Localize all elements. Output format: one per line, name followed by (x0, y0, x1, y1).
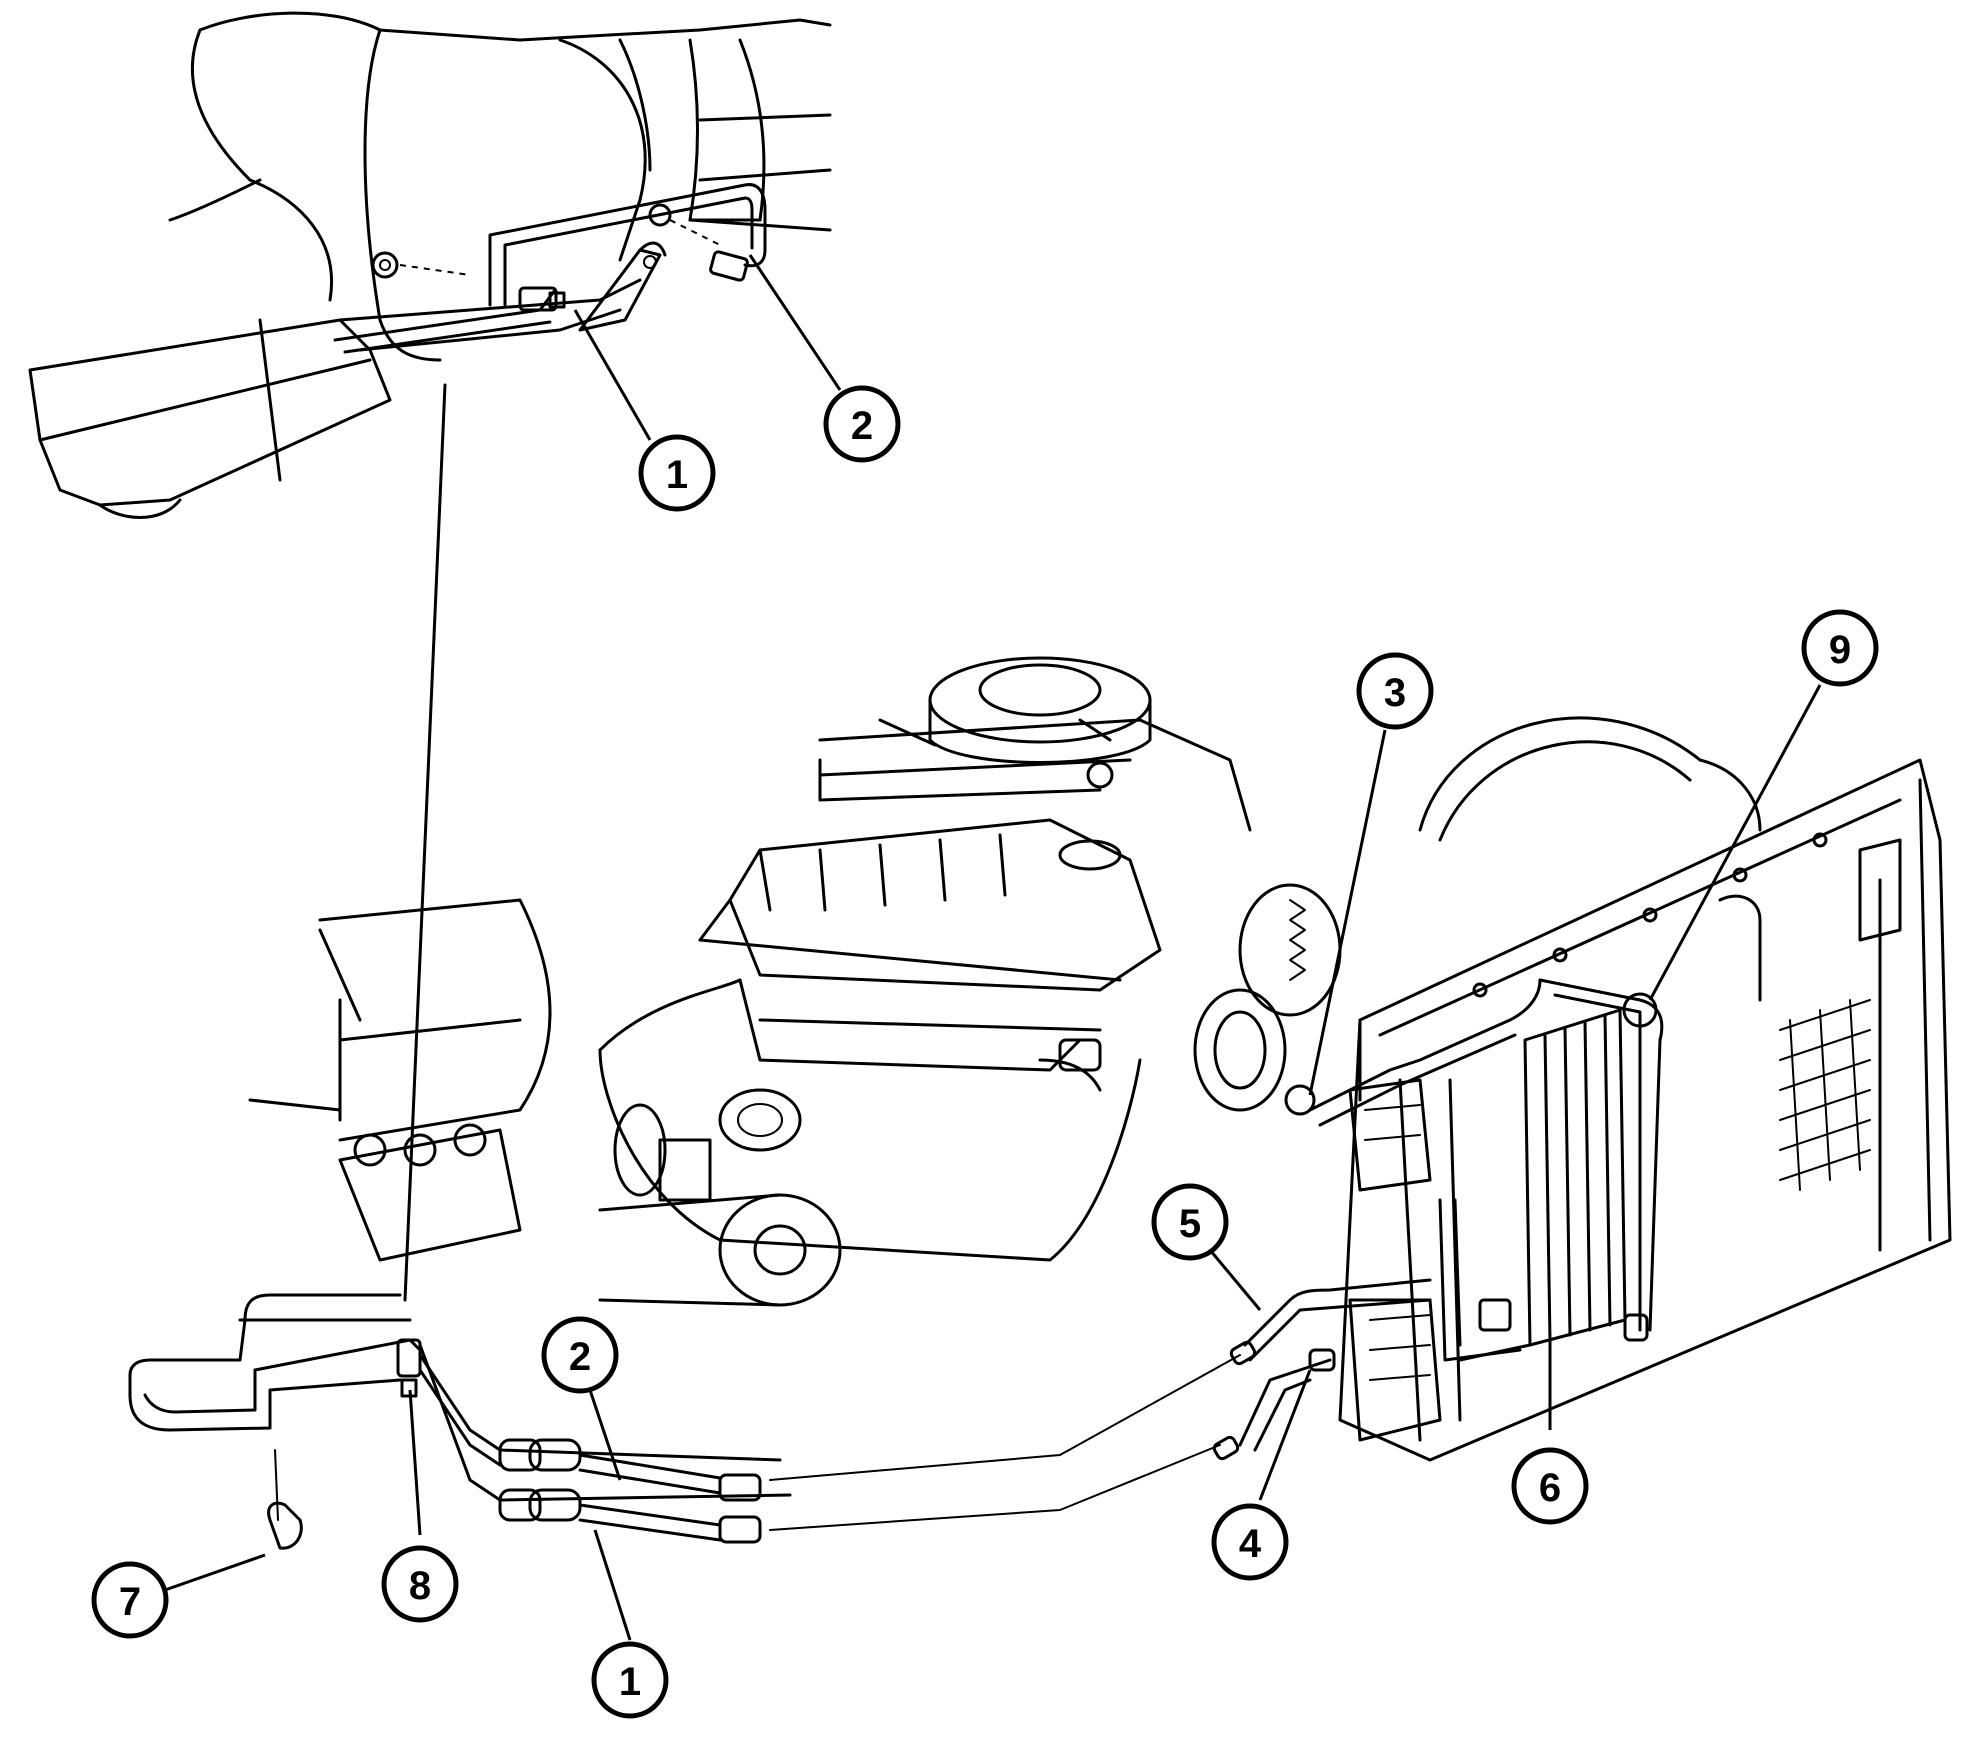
callout-6-label: 6 (1539, 1466, 1561, 1510)
callout-4: 4 (1211, 1503, 1289, 1581)
callout-4-label: 4 (1239, 1522, 1262, 1566)
callout-1-top: 1 (638, 434, 716, 512)
leader-2-bottom (588, 1389, 622, 1481)
callout-9-label: 9 (1829, 628, 1851, 672)
callout-7: 7 (91, 1561, 169, 1639)
callout-5: 5 (1151, 1183, 1229, 1261)
callout-8-label: 8 (409, 1564, 431, 1608)
callout-5-label: 5 (1179, 1202, 1201, 1246)
callout-2-top: 2 (823, 385, 901, 463)
callout-leaders (164, 254, 1822, 1641)
callout-1-top-label: 1 (666, 453, 688, 497)
leader-1-bottom (593, 1529, 632, 1641)
callout-6: 6 (1511, 1447, 1589, 1525)
callout-1-bottom-label: 1 (619, 1660, 641, 1704)
leader-8 (408, 1389, 422, 1536)
leader-3 (1308, 729, 1387, 1096)
radiator-assembly (1338, 716, 1952, 1462)
leader-5 (1208, 1249, 1262, 1311)
callout-3-label: 3 (1384, 671, 1406, 715)
callout-2-bottom: 2 (541, 1316, 619, 1394)
callout-3: 3 (1356, 652, 1434, 730)
leader-7 (164, 1553, 266, 1592)
leader-1-top (573, 309, 652, 441)
callout-1-bottom: 1 (591, 1641, 669, 1719)
callout-9: 9 (1801, 609, 1879, 687)
leader-9 (1648, 684, 1822, 1001)
leader-2-top (748, 254, 842, 391)
transmission-detail-view (28, 11, 832, 519)
callout-8: 8 (381, 1545, 459, 1623)
callout-2-top-label: 2 (851, 404, 873, 448)
callout-7-label: 7 (119, 1580, 141, 1624)
callout-2-bottom-label: 2 (569, 1335, 591, 1379)
leader-4 (1258, 1369, 1312, 1501)
cooler-lines (128, 978, 1664, 1550)
